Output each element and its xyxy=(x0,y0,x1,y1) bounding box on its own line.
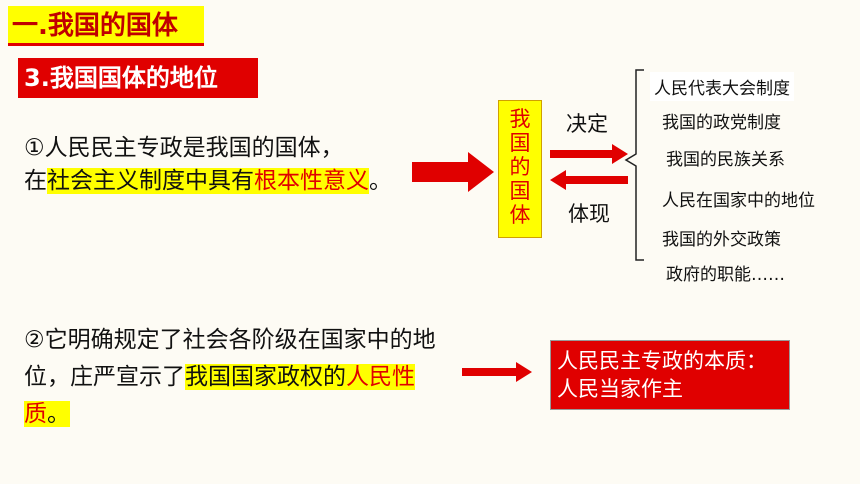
right-arrow-icon xyxy=(412,152,494,192)
point-1-end: 。 xyxy=(369,168,392,194)
point-2-highlight: 我国国家政权的 xyxy=(185,364,346,390)
center-box-guoti: 我 国 的 国 体 xyxy=(498,100,542,238)
list-item: 政府的职能…… xyxy=(666,265,785,285)
center-box-char: 我 xyxy=(509,107,531,131)
point-2-end: 。 xyxy=(47,401,70,427)
center-box-char: 国 xyxy=(509,179,531,203)
point-1-text-2: 在 xyxy=(24,168,47,194)
center-box-char: 国 xyxy=(509,131,531,155)
answer-line-1: 人民民主专政的本质： xyxy=(557,349,767,373)
label-decides: 决定 xyxy=(566,112,608,136)
label-reflects: 体现 xyxy=(568,202,610,226)
list-item: 人民代表大会制度 xyxy=(650,72,794,101)
section-title: 一.我国的国体 xyxy=(8,6,204,46)
point-1-highlight: 社会主义制度中具有 xyxy=(47,168,254,194)
center-box-char: 体 xyxy=(509,203,531,227)
list-item: 我国的外交政策 xyxy=(662,230,781,250)
point-1-highlight-red: 根本性意义 xyxy=(254,168,369,194)
answer-box: 人民民主专政的本质： 人民当家作主 xyxy=(550,340,790,410)
arrow-right-decides-icon xyxy=(550,144,628,164)
point-1-paragraph: ①人民民主专政是我国的国体， 在社会主义制度中具有根本性意义。 xyxy=(24,132,404,198)
point-2-paragraph: ②它明确规定了社会各阶级在国家中的地位，庄严宣示了我国国家政权的人民性质。 xyxy=(24,322,444,433)
list-item: 我国的政党制度 xyxy=(662,113,781,133)
arrow-left-reflects-icon xyxy=(550,170,628,190)
list-item: 我国的民族关系 xyxy=(666,150,785,170)
answer-line-2: 人民当家作主 xyxy=(557,377,683,401)
left-brace-icon xyxy=(624,69,644,261)
point-1-text: ①人民民主专政是我国的国体， xyxy=(24,135,344,161)
sub-title: 3.我国国体的地位 xyxy=(18,58,258,98)
center-box-char: 的 xyxy=(509,155,531,179)
arrow-right-answer-icon xyxy=(462,362,532,382)
point-2-text: ②它明确规定了社会各阶级在国家中的地位，庄严宣示了 xyxy=(24,327,436,390)
list-item: 人民在国家中的地位 xyxy=(662,191,815,211)
